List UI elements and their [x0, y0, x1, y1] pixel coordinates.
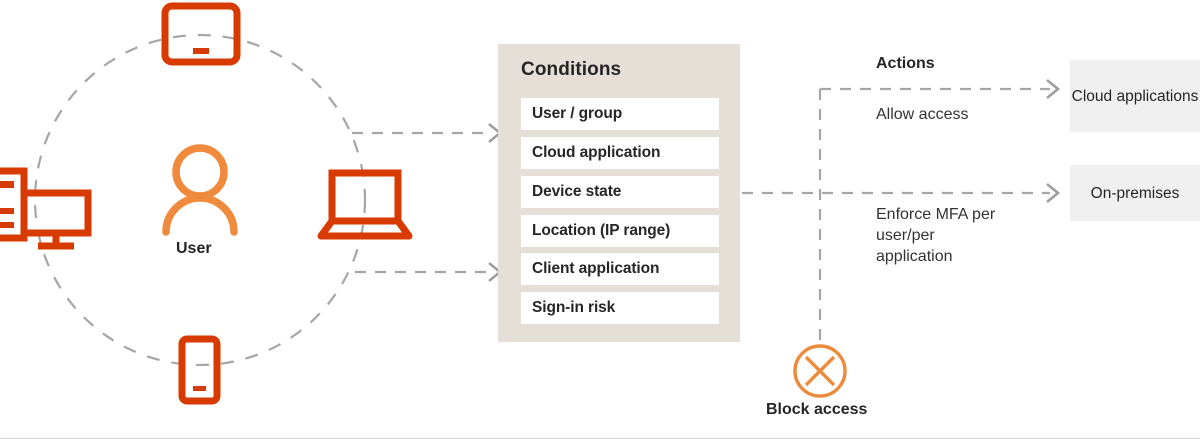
condition-label: Sign-in risk [532, 299, 616, 316]
target-cloud-applications[interactable]: Cloud applications [1070, 60, 1200, 132]
laptop-icon [317, 169, 413, 240]
arrow-allow-to-cloud-applications [820, 78, 1061, 100]
arrow-devices-to-conditions-lower [355, 261, 503, 283]
user-label: User [176, 240, 212, 257]
block-access-label: Block access [766, 401, 868, 418]
user-icon [162, 144, 238, 236]
target-on-premises[interactable]: On-premises [1070, 165, 1200, 221]
actions-title: Actions [876, 55, 935, 72]
condition-label: Location (IP range) [532, 222, 671, 239]
arrowhead-onpremises [1046, 182, 1061, 204]
desktop-icon [0, 167, 92, 250]
footer-divider [0, 438, 1200, 439]
condition-row[interactable]: Cloud application [521, 137, 719, 169]
tablet-icon [161, 2, 241, 66]
block-access-icon [793, 344, 847, 398]
condition-label: Cloud application [532, 144, 661, 161]
arrow-devices-to-conditions-upper [352, 122, 503, 144]
condition-label: User / group [532, 105, 623, 122]
condition-row[interactable]: Location (IP range) [521, 215, 719, 247]
action-enforce-mfa-label: Enforce MFA per user/per application [876, 206, 996, 265]
condition-label: Device state [532, 183, 622, 200]
action-allow-access-label: Allow access [876, 106, 969, 123]
condition-row[interactable]: Sign-in risk [521, 292, 719, 324]
conditions-title: Conditions [521, 59, 622, 80]
phone-icon [178, 335, 221, 405]
condition-row[interactable]: User / group [521, 98, 719, 130]
condition-row[interactable]: Device state [521, 176, 719, 208]
condition-row[interactable]: Client application [521, 253, 719, 285]
condition-label: Client application [532, 260, 660, 277]
device-ring [33, 33, 367, 367]
